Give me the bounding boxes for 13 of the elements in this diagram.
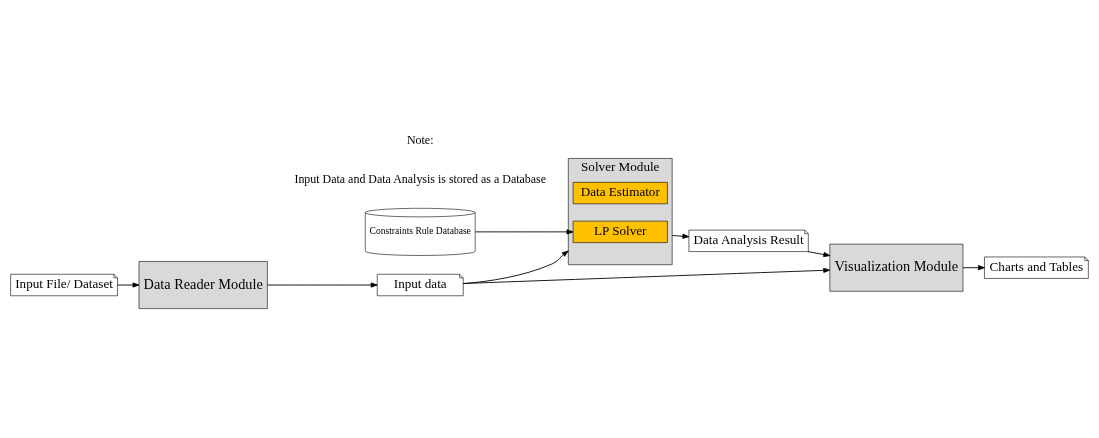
arrow	[117, 282, 140, 288]
label: Input Data and Data Analysis is stored as a Database	[294, 171, 547, 186]
arrow	[962, 264, 985, 270]
node-box: Data Estimator	[572, 181, 668, 204]
node-box: Visualization Module	[829, 243, 964, 292]
node-box: Data Reader Module	[138, 260, 268, 309]
label: Note:	[406, 132, 434, 147]
arrow	[266, 282, 378, 288]
arrow	[807, 250, 831, 257]
arrow	[474, 228, 574, 234]
arrow	[671, 233, 690, 239]
arrow	[462, 267, 831, 284]
node-box: LP Solver	[572, 220, 668, 243]
